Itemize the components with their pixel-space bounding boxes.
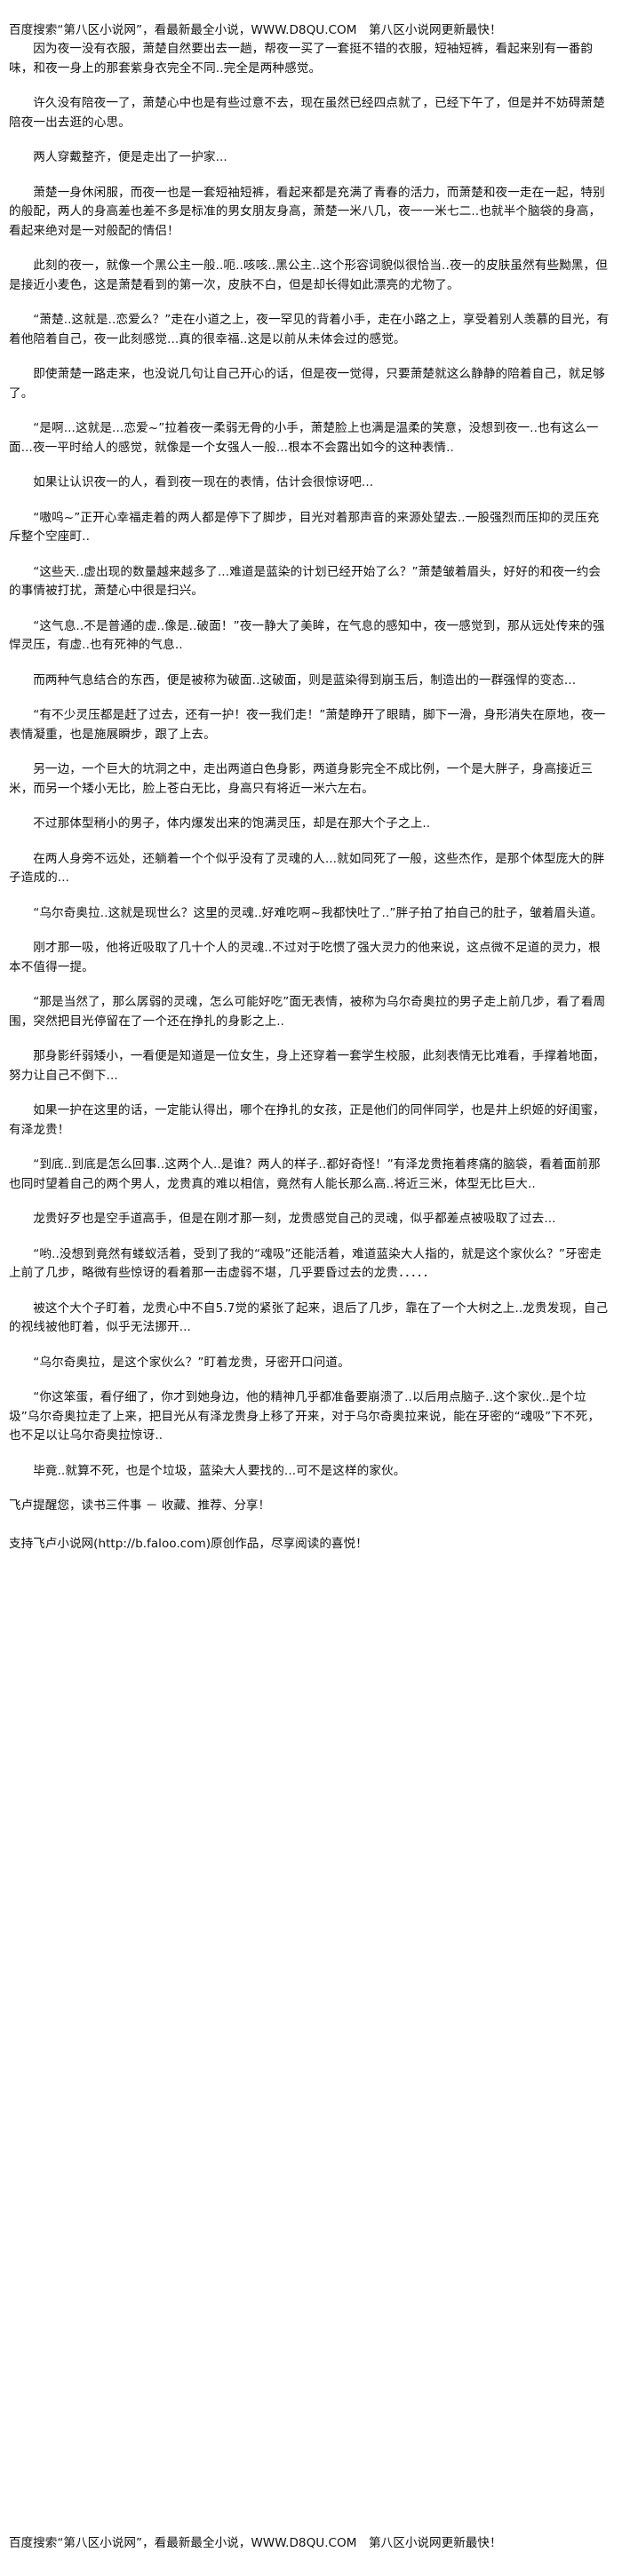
story-paragraph: 刚才那一吸，他将近吸取了几十个人的灵魂..不过对于吃惯了强大灵力的他来说，这点微… <box>9 941 601 974</box>
story-paragraph: “那是当然了，那么孱弱的灵魂，怎么可能好吃”面无表情，被称为乌尔奇奥拉的男子走上… <box>9 995 606 1029</box>
story-paragraph: 不过那体型稍小的男子，体内爆发出来的饱满灵压，却是在那大个子之上.. <box>33 816 431 831</box>
support-notice: 支持飞卢小说网(http://b.faloo.com)原创作品，尽享阅读的喜悦！ <box>9 1537 368 1551</box>
story-paragraph: “嗷呜~”正开心幸福走着的两人都是停下了脚步，目光对着那声音的来源处望去..一股… <box>9 510 600 545</box>
story-paragraph: 而两种气息结合的东西，便是被称为破面..这破面，则是蓝染得到崩玉后，制造出的一群… <box>33 672 577 688</box>
story-paragraph: 许久没有陪夜一了，萧楚心中也是有些过意不去，现在虽然已经四点就了，已经下午了，但… <box>9 96 605 130</box>
story-paragraph: 被这个大个子盯着，龙贵心中不自5.7觉的紧张了起来，退后了几步，靠在了一个大树之… <box>9 1300 609 1335</box>
chapter-body: 因为夜一没有衣服，萧楚自然要出去一趟，帮夜一买了一套挺不错的衣服，短袖短裤，看起… <box>9 40 610 1481</box>
story-paragraph: 因为夜一没有衣服，萧楚自然要出去一趟，帮夜一买了一套挺不错的衣服，短袖短裤，看起… <box>9 42 594 76</box>
story-paragraph: “萧楚..这就是..恋爱么？”走在小道之上，夜一罕见的背着小手，走在小路之上，享… <box>9 313 610 346</box>
story-paragraph: “这些天..虚出现的数量越来越多了...难道是蓝染的计划已经开始了么？”萧楚皱着… <box>9 564 602 599</box>
site-banner-top: 百度搜索“第八区小说网”，看最新最全小说，WWW.D8QU.COM 第八区小说网… <box>9 23 502 37</box>
story-paragraph: 即使萧楚一路走来，也没说几句让自己开心的话，但是夜一觉得，只要萧楚就这么静静的陪… <box>9 367 605 401</box>
reader-reminder: 飞卢提醒您，读书三件事 － 收藏、推荐、分享！ <box>9 1499 271 1513</box>
story-paragraph: 两人穿戴整齐，便是走出了一护家... <box>33 150 227 164</box>
story-paragraph: “你这笨蛋，看仔细了，你才到她身边，他的精神几乎都准备要崩溃了..以后用点脑子.… <box>9 1390 601 1443</box>
story-paragraph: 此刻的夜一，就像一个黑公主一般..呃..咳咳..黑公主..这个形容词貌似很恰当.… <box>9 258 608 292</box>
story-paragraph: 在两人身旁不远处，还躺着一个个似乎没有了灵魂的人...就如同死了一般，这些杰作，… <box>9 851 605 886</box>
story-paragraph: 那身影纤弱矮小，一看便是知道是一位女生，身上还穿着一套学生校服，此刻表情无比难看… <box>9 1049 605 1083</box>
story-paragraph: “这气息..不是普通的虚..像是..破面！”夜一静大了美眸，在气息的感知中，夜一… <box>9 618 605 653</box>
story-paragraph: “到底..到底是怎么回事..这两个人..是谁？两人的样子..都好奇怪！”有泽龙贵… <box>9 1157 601 1191</box>
story-paragraph: 如果让认识夜一的人，看到夜一现在的表情，估计会很惊讶吧... <box>33 475 374 489</box>
story-paragraph: 萧楚一身休闲服，而夜一也是一套短袖短裤，看起来都是充满了青春的活力，而萧楚和夜一… <box>9 185 605 238</box>
story-paragraph: 龙贵好歹也是空手道高手，但是在刚才那一刻，龙贵感觉自己的灵魂，似乎都差点被吸取了… <box>33 1212 556 1226</box>
story-paragraph: 另一边，一个巨大的坑洞之中，走出两道白色身影，两道身影完全不成比例，一个是大胖子… <box>9 762 594 796</box>
site-banner-bottom: 百度搜索“第八区小说网”，看最新最全小说，WWW.D8QU.COM 第八区小说网… <box>9 2536 502 2550</box>
story-paragraph: “乌尔奇奥拉..这就是现世么？这里的灵魂..好难吃啊~我都快吐了..”胖子拍了拍… <box>33 905 603 920</box>
story-paragraph: 如果一护在这里的话，一定能认得出，哪个在挣扎的女孩，正是他们的同伴同学，也是井上… <box>9 1103 605 1137</box>
story-paragraph: “乌尔奇奥拉，是这个家伙么？”盯着龙贵，牙密开口问道。 <box>33 1355 350 1370</box>
story-paragraph: 毕竟..就算不死，也是个垃圾，蓝染大人要找的...可不是这样的家伙。 <box>33 1463 406 1478</box>
story-paragraph: “哟..没想到竟然有蝼蚁活着，受到了我的“魂吸”还能活着，难道蓝染大人指的，就是… <box>9 1246 602 1281</box>
story-paragraph: “有不少灵压都是赶了过去，还有一护！夜一我们走！”萧楚睁开了眼睛，脚下一滑，身形… <box>9 708 606 742</box>
story-paragraph: “是啊...这就是...恋爱~”拉着夜一柔弱无骨的小手，萧楚脸上也满是温柔的笑意… <box>9 421 599 455</box>
